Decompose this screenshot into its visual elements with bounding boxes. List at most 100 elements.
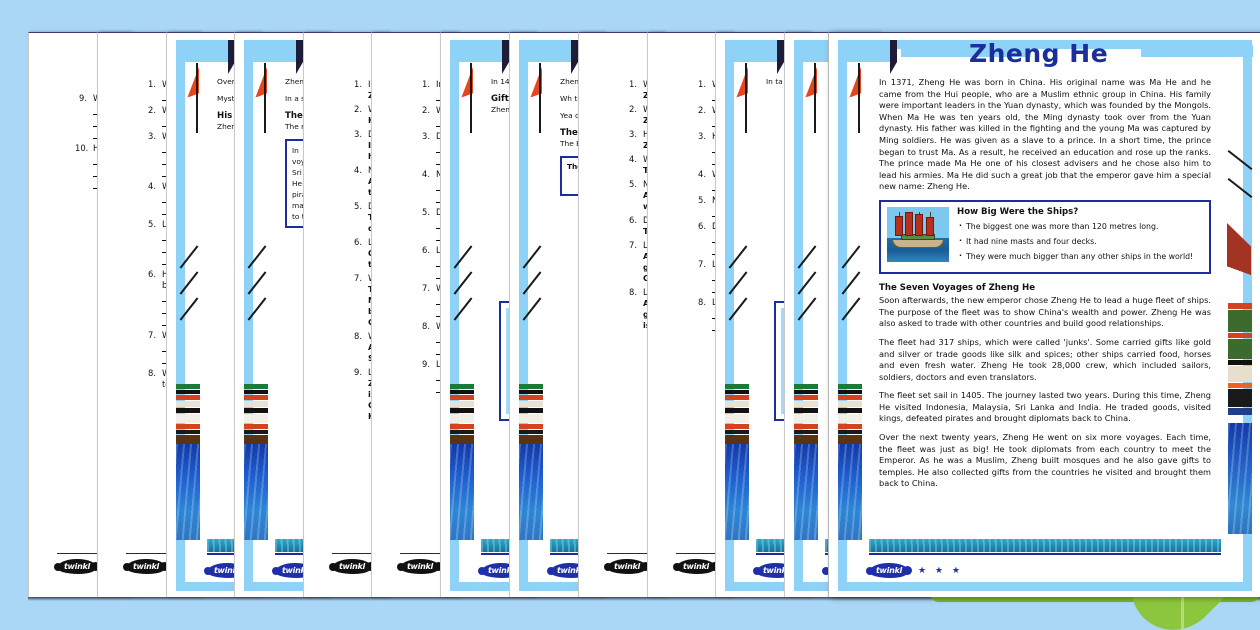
- footer-blue-rule: [869, 553, 1221, 555]
- question-number: 1.: [422, 79, 430, 89]
- infobox-bullet: It had nine masts and four decks.: [957, 236, 1193, 247]
- diagonal-decoration: [793, 245, 819, 348]
- scroll-stack-decoration-right: [1228, 303, 1252, 418]
- question-number: 7.: [629, 240, 637, 250]
- infobox-bullet: The biggest one was more than 120 metres…: [957, 221, 1193, 232]
- footer-blue-rule: [275, 553, 329, 555]
- water-decoration-left: [725, 444, 749, 540]
- question-number: 7.: [354, 273, 362, 283]
- question-number: 5.: [422, 207, 430, 217]
- question-number: 6.: [698, 221, 706, 231]
- section-heading: The S: [285, 111, 312, 121]
- diagonal-decoration: [449, 245, 475, 348]
- question-number: 5.: [629, 179, 637, 189]
- ship-mast-icon: [858, 63, 860, 133]
- diagonal-decoration: [724, 245, 750, 348]
- twinkl-logo[interactable]: twinkl: [673, 559, 719, 574]
- question-number: 8.: [148, 368, 156, 378]
- question-number: 5.: [698, 195, 706, 205]
- water-decoration-right: [1228, 423, 1252, 534]
- section-paragraph: Over the next twenty years, Zheng He wen…: [879, 432, 1211, 489]
- question-number: 4.: [354, 165, 362, 175]
- question-number: 6.: [629, 215, 637, 225]
- infobox-bullet: They were much bigger than any other shi…: [957, 251, 1193, 262]
- water-decoration-left: [450, 444, 474, 540]
- intro-paragraph: In 1371, Zheng He was born in China. His…: [879, 77, 1211, 192]
- ship-mast-icon: [196, 63, 198, 133]
- corner-bracket-icon: [176, 40, 235, 74]
- question-number: 9.: [354, 367, 362, 377]
- question-number: 8.: [629, 287, 637, 297]
- water-decoration-left: [838, 444, 862, 540]
- footer-water-strip: [869, 539, 1221, 552]
- question-number: 9.: [422, 359, 430, 369]
- how-big-were-the-ships-box: How Big Were the Ships? The biggest one …: [879, 199, 1211, 274]
- section-paragraph: The fleet set sail in 1405. The journey …: [879, 390, 1211, 424]
- ship-mast-icon: [470, 63, 472, 133]
- question-number: 1.: [698, 79, 706, 89]
- page-footer: twinkl ★ ★ ★: [866, 558, 1221, 578]
- question-number: 9.: [79, 93, 87, 103]
- section-heading: The S: [560, 128, 587, 138]
- corner-bracket-icon: [244, 40, 303, 74]
- question-number: 2.: [698, 105, 706, 115]
- question-number: 2.: [629, 104, 637, 114]
- question-number: 6.: [422, 245, 430, 255]
- twinkl-logo[interactable]: twinkl: [604, 559, 650, 574]
- question-number: 3.: [148, 131, 156, 141]
- question-number: 10.: [75, 143, 89, 153]
- chinese-junk-ship-illustration: [887, 206, 949, 262]
- question-number: 7.: [698, 259, 706, 269]
- twinkl-logo[interactable]: twinkl: [866, 563, 912, 578]
- infobox-bullet-list: The biggest one was more than 120 metres…: [957, 221, 1193, 262]
- ship-mast-icon: [814, 63, 816, 133]
- twinkl-logo[interactable]: twinkl: [397, 559, 443, 574]
- corner-bracket-icon: [725, 40, 784, 74]
- section-heading: His Le: [217, 111, 247, 121]
- title-bar-right: [1141, 45, 1253, 57]
- question-number: 1.: [354, 79, 362, 89]
- section-paragraph: Soon afterwards, the new emperor chose Z…: [879, 295, 1211, 329]
- decorative-border: [838, 40, 1252, 591]
- question-number: 4.: [148, 181, 156, 191]
- twinkl-logo[interactable]: twinkl: [329, 559, 375, 574]
- stack-drop-shadow: [28, 596, 1260, 601]
- question-number: 1.: [148, 79, 156, 89]
- question-number: 4.: [698, 169, 706, 179]
- section-paragraph: The fleet had 317 ships, which were call…: [879, 336, 1211, 382]
- water-decoration-left: [244, 444, 268, 540]
- question-number: 5.: [354, 201, 362, 211]
- question-number: 3.: [698, 131, 706, 141]
- question-number: 2.: [422, 105, 430, 115]
- corner-bracket-icon: [838, 40, 897, 74]
- corner-bracket-icon: [519, 40, 578, 74]
- diagonal-decoration: [518, 245, 544, 348]
- question-number: 4.: [629, 154, 637, 164]
- ship-mast-icon: [539, 63, 541, 133]
- question-number: 7.: [422, 283, 430, 293]
- section-heading: Gifts: [491, 94, 514, 104]
- footer-blue-rule: [756, 553, 810, 555]
- corner-bracket-icon: [450, 40, 509, 74]
- question-number: 6.: [148, 269, 156, 279]
- diagonal-decoration-right: [1225, 149, 1255, 223]
- question-number: 5.: [148, 219, 156, 229]
- twinkl-logo[interactable]: twinkl: [123, 559, 169, 574]
- main-reading-sheet[interactable]: Zheng He In 1371, Zheng He was born in C…: [828, 32, 1260, 597]
- question-number: 3.: [422, 131, 430, 141]
- twinkl-logo[interactable]: twinkl: [54, 559, 100, 574]
- question-number: 3.: [354, 129, 362, 139]
- page-title: Zheng He: [969, 39, 1109, 68]
- diagonal-decoration: [175, 245, 201, 348]
- footer-blue-rule: [550, 553, 604, 555]
- question-number: 2.: [148, 105, 156, 115]
- ship-mast-icon: [745, 63, 747, 133]
- ship-mast-icon: [264, 63, 266, 133]
- question-number: 1.: [629, 79, 637, 89]
- question-number: 7.: [148, 330, 156, 340]
- section-heading: The Seven Voyages of Zheng He: [879, 282, 1036, 293]
- question-number: 8.: [698, 297, 706, 307]
- title-bar-left: [901, 45, 1031, 57]
- question-number: 6.: [354, 237, 362, 247]
- question-number: 3.: [629, 129, 637, 139]
